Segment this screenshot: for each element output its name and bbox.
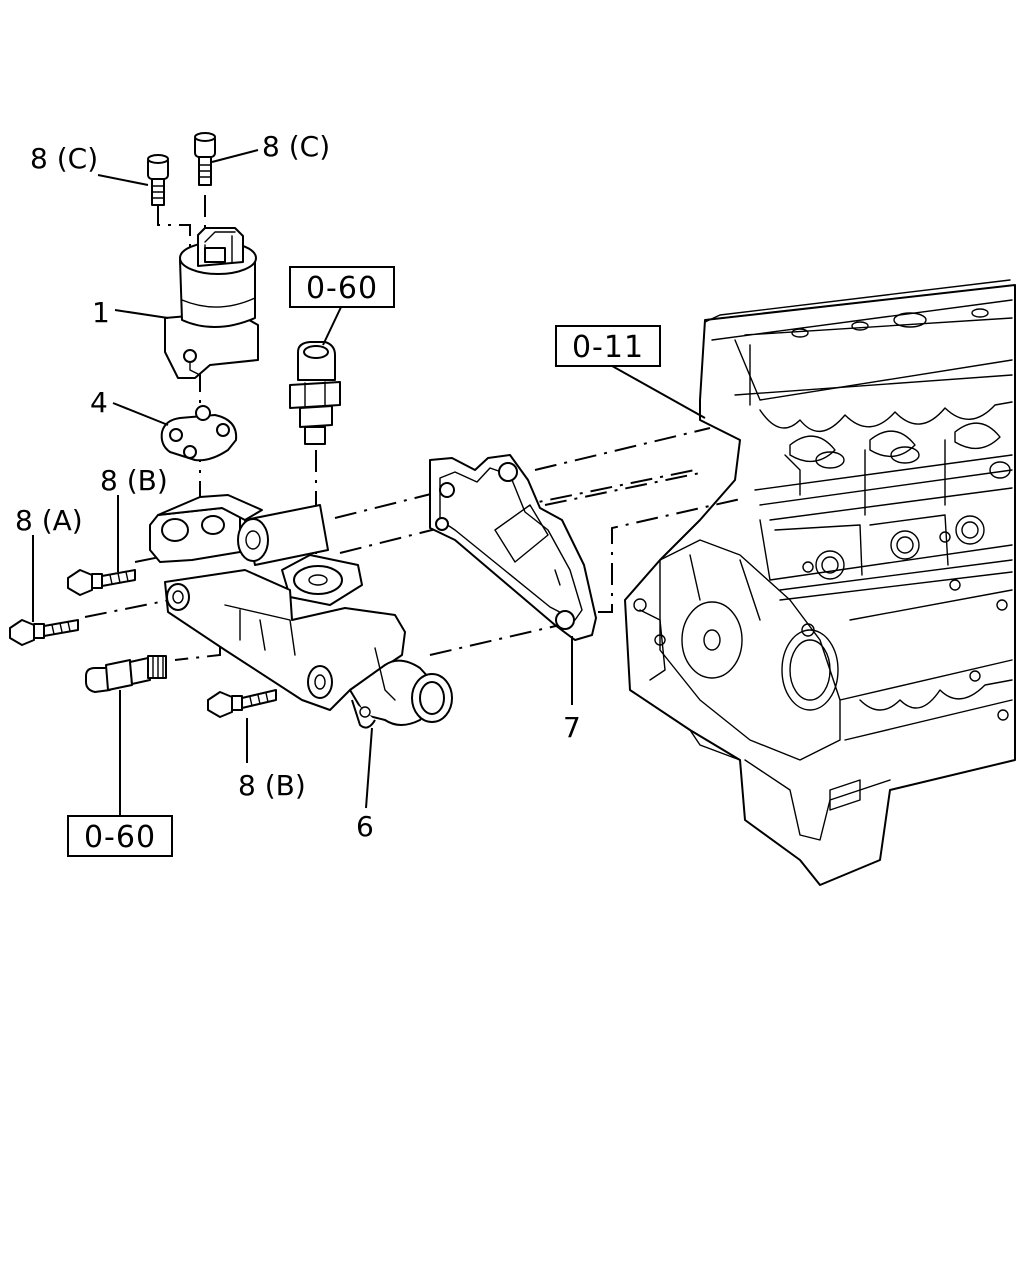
gasket-plate-7: [429, 454, 597, 641]
bolt-8b-top: [67, 569, 136, 596]
bolt-8c-right: [194, 132, 216, 186]
ref-box-sensor-top: [289, 266, 395, 308]
callout-bolt-8c-left: 8 (C): [30, 142, 98, 175]
callout-body-6: 6: [356, 810, 374, 843]
temperature-sensor-bottom: [85, 655, 167, 693]
callout-bolt-8b-bottom: 8 (B): [238, 769, 306, 802]
callout-bolt-8b-top: 8 (B): [100, 464, 168, 497]
callout-gasket-4: 4: [90, 386, 108, 419]
bolt-8b-bottom: [207, 689, 277, 718]
callout-valve-1: 1: [92, 296, 110, 329]
ref-box-sensor-bottom: [67, 815, 173, 857]
callout-bolt-8a: 8 (A): [15, 504, 83, 537]
egr-body-6: [149, 494, 453, 729]
gasket-4: [160, 405, 238, 462]
reference-boxes: 0-60 0-11 0-60: [67, 266, 661, 857]
leader-lines: [32, 149, 706, 818]
bolt-8a: [9, 619, 79, 646]
callout-gasket-7: 7: [563, 711, 581, 744]
temperature-sensor-top: [289, 341, 341, 445]
ref-sensor-bottom: 0-60: [84, 820, 156, 855]
ref-box-engine: [555, 325, 661, 367]
ref-sensor-top: 0-60: [306, 271, 378, 306]
egr-valve: [164, 227, 259, 379]
engine-block: [624, 279, 1016, 886]
ref-engine: 0-11: [572, 330, 644, 365]
callout-labels: 8 (C) 8 (C) 1 4 8 (B) 8 (A) 8 (B) 6 7: [15, 130, 581, 843]
bolt-8c-left: [147, 154, 169, 206]
callout-bolt-8c-right: 8 (C): [262, 130, 330, 163]
